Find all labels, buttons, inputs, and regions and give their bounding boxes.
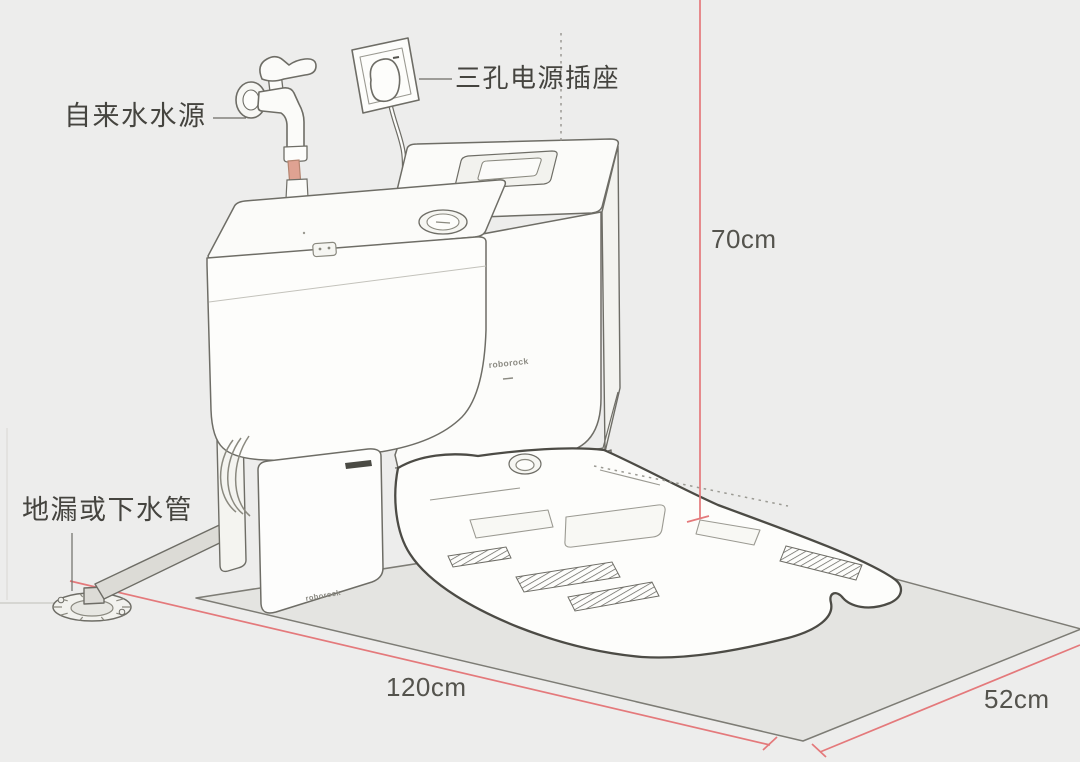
reference-dashed-lines [560,33,789,507]
ramp-cup [508,453,542,475]
leader-lines [71,78,452,591]
mop-pad-hatching [447,545,863,612]
height-dimension-line [686,0,710,523]
panel-slot [345,460,372,469]
depth-dimension-value: 52cm [984,684,1050,714]
power-socket-label: 三孔电源插座 [455,63,621,93]
robot-detail-lines [429,469,761,548]
dock-logo-underline [502,377,514,380]
power-plug-icon [369,58,401,103]
tank-latch-icon [302,231,337,258]
tank-cap [418,209,468,235]
faucet-icon [235,55,317,163]
wall-floor-lines [0,428,54,604]
dock-brand-logo: roborock [488,356,529,370]
width-dimension-line [69,580,778,751]
width-dimension-value: 120cm [386,672,467,702]
water-source-label: 自来水水源 [64,101,207,131]
depth-dimension-line [811,644,1080,758]
drain-pipe [83,519,233,605]
water-tank [206,179,507,573]
drain-label: 地漏或下水管 [22,495,193,525]
dock-top-handle [454,150,558,190]
robot-vacuum [394,447,903,659]
floor-level-dashed-line [593,465,789,507]
coiled-hose [219,435,251,517]
height-dimension-value: 70cm [711,224,777,254]
